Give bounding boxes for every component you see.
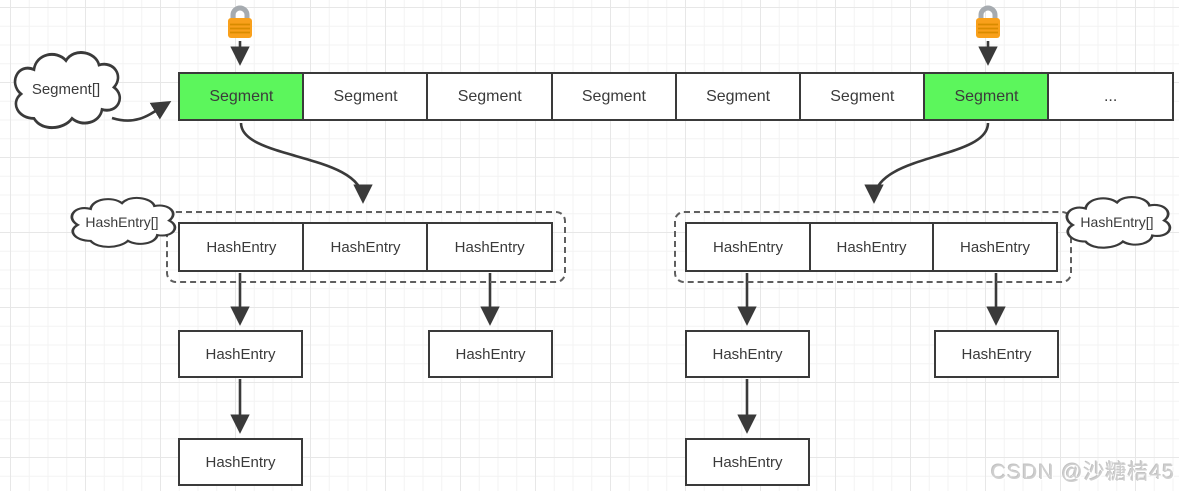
hashentry-cell-label: HashEntry xyxy=(712,238,784,256)
segment-cell: Segment xyxy=(674,72,802,121)
segment-cell-label: Segment xyxy=(333,87,398,105)
left-bucket-dashed-container xyxy=(166,211,566,283)
hashentry-cell-label: HashEntry xyxy=(330,238,401,256)
segment-cell: Segment xyxy=(426,72,554,121)
segment-array-row: Segment Segment Segment Segment Segment … xyxy=(178,72,1174,121)
segment-cell: Segment xyxy=(302,72,429,121)
hashentry-cell: HashEntry xyxy=(808,222,935,272)
hashentry-cell-label: HashEntry xyxy=(959,238,1031,256)
right-bucket-array: HashEntry HashEntry HashEntry xyxy=(685,222,1058,272)
segment1-to-bucket-arrow xyxy=(239,122,373,204)
hashentry-array-cloud-label: HashEntry[] xyxy=(85,214,159,230)
segment-array-cloud: Segment[] xyxy=(6,45,126,134)
segment-cell: Segment xyxy=(798,72,926,121)
chain-node: HashEntry xyxy=(685,330,810,378)
segment-cell: Segment xyxy=(550,72,678,121)
hashentry-array-cloud-right: HashEntry[] xyxy=(1058,192,1176,252)
chain-node: HashEntry xyxy=(428,330,553,378)
chain-node-label: HashEntry xyxy=(961,345,1032,363)
chain-node: HashEntry xyxy=(685,438,810,486)
segment-cell: Segment xyxy=(923,72,1050,121)
segment-cell-label: ... xyxy=(1103,87,1118,105)
hashentry-cell-label: HashEntry xyxy=(836,238,907,256)
hashentry-array-cloud-label: HashEntry[] xyxy=(1080,214,1154,230)
hashentry-cell: HashEntry xyxy=(302,222,429,272)
chain-node: HashEntry xyxy=(934,330,1059,378)
padlock-icon xyxy=(228,5,252,38)
hashentry-cell: HashEntry xyxy=(178,222,305,272)
chain-node-label: HashEntry xyxy=(455,345,526,363)
chain-node-label: HashEntry xyxy=(205,453,276,471)
segment7-to-bucket-arrow xyxy=(864,122,990,204)
segment-cell-label: Segment xyxy=(830,87,895,105)
segment-array-cloud-label: Segment[] xyxy=(31,81,101,98)
segment-cell-label: Segment xyxy=(706,87,771,105)
chain-node-label: HashEntry xyxy=(205,345,276,363)
segment-cell-label: Segment xyxy=(209,87,274,105)
segment-cell: Segment xyxy=(178,72,305,121)
segment-cell-ellipsis: ... xyxy=(1047,72,1174,121)
hashentry-cell-label: HashEntry xyxy=(206,238,277,256)
segment-cell-label: Segment xyxy=(954,87,1019,105)
chain-node: HashEntry xyxy=(178,330,303,378)
watermark: CSDN @沙糖桔45 xyxy=(990,461,1175,484)
hashentry-cell: HashEntry xyxy=(685,222,811,272)
hashentry-cell: HashEntry xyxy=(932,222,1058,272)
chain-node: HashEntry xyxy=(178,438,303,486)
left-bucket-array: HashEntry HashEntry HashEntry xyxy=(178,222,554,272)
segment-cell-label: Segment xyxy=(581,87,646,105)
chain-node-label: HashEntry xyxy=(712,453,783,471)
padlock-icon xyxy=(976,5,1000,38)
right-bucket-dashed-container xyxy=(674,211,1072,283)
hashentry-cell-label: HashEntry xyxy=(454,238,525,256)
segment-cell-label: Segment xyxy=(457,87,522,105)
hashentry-cell: HashEntry xyxy=(426,222,554,272)
hashentry-array-cloud-left: HashEntry[] xyxy=(63,193,181,251)
chain-node-label: HashEntry xyxy=(712,345,783,363)
